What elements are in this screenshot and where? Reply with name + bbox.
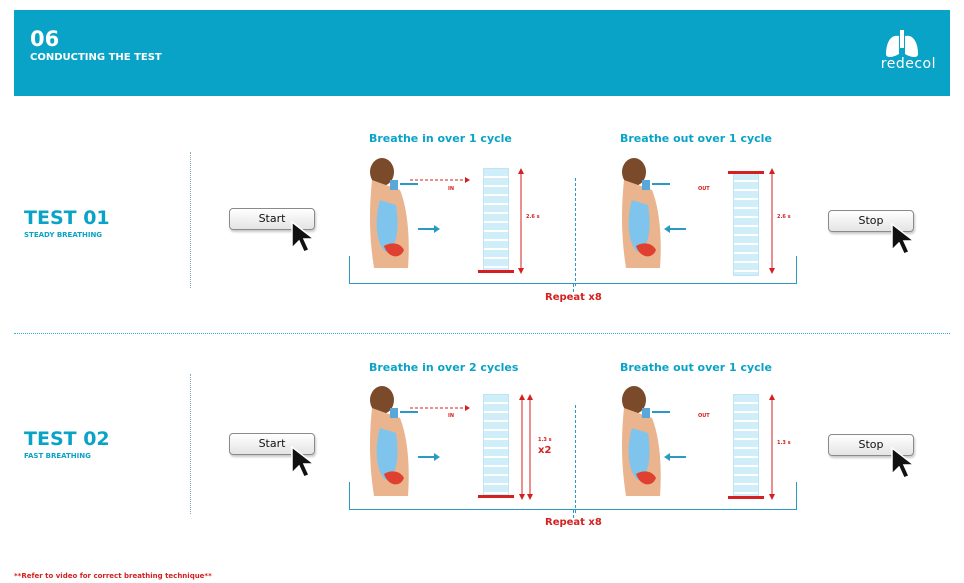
- test-02-repeat-bracket: [349, 482, 797, 510]
- cursor-arrow-icon: [890, 446, 920, 480]
- test-02-in-tag: IN: [448, 413, 454, 419]
- test-02-out-tag: OUT: [698, 413, 710, 419]
- test-01-out-tag: OUT: [698, 186, 710, 192]
- test-02-subtitle: FAST BREATHING: [24, 452, 91, 460]
- test-02-divider: [190, 374, 191, 514]
- cursor-arrow-icon: [290, 445, 320, 479]
- test-01-inhale-time: 2.6 s: [526, 214, 540, 220]
- cursor-arrow-icon: [890, 222, 920, 256]
- inhale-arrow-icon: [410, 403, 470, 413]
- airflow-arrow-icon: [418, 452, 440, 462]
- test-01-inhale-person-image: [360, 150, 422, 270]
- test-01-divider: [190, 152, 191, 288]
- airflow-arrow-icon: [664, 224, 686, 234]
- test-01-repeat-tick: [573, 284, 574, 292]
- cursor-arrow-icon: [290, 220, 320, 254]
- test-02-exhale-label: Breathe out over 1 cycle: [620, 361, 772, 374]
- section-divider: [14, 333, 950, 334]
- test-02-inhale-time: 1.3 s: [538, 437, 552, 443]
- test-02-inhale-multiplier: x2: [538, 445, 551, 456]
- test-01-exhale-level-line: [728, 171, 764, 174]
- section-number: 06: [30, 28, 59, 50]
- test-01-repeat-bracket: [349, 256, 797, 284]
- test-01-exhale-label: Breathe out over 1 cycle: [620, 132, 772, 145]
- test-02-exhale-time: 1.3 s: [777, 440, 791, 446]
- test-01-repeat-label: Repeat x8: [545, 292, 602, 303]
- test-01-title: TEST 01: [24, 208, 110, 228]
- test-01-in-tag: IN: [448, 186, 454, 192]
- brand-wordmark: redecol: [881, 56, 936, 72]
- airflow-arrow-icon: [664, 452, 686, 462]
- airflow-arrow-icon: [418, 224, 440, 234]
- test-02-inhale-label: Breathe in over 2 cycles: [369, 361, 518, 374]
- test-02-inhale-person-image: [360, 378, 422, 498]
- test-01-inhale-label: Breathe in over 1 cycle: [369, 132, 512, 145]
- test-02-repeat-label: Repeat x8: [545, 517, 602, 528]
- test-01-exhale-person-image: [612, 150, 674, 270]
- test-01-subtitle: STEADY BREATHING: [24, 231, 102, 239]
- test-02-title: TEST 02: [24, 429, 110, 449]
- inhale-arrow-icon: [410, 175, 470, 185]
- header-banner: 06 CONDUCTING THE TEST redecol: [14, 10, 950, 96]
- test-02-exhale-person-image: [612, 378, 674, 498]
- footnote: **Refer to video for correct breathing t…: [14, 572, 212, 580]
- section-title: CONDUCTING THE TEST: [30, 52, 162, 63]
- test-01-exhale-time: 2.6 s: [777, 214, 791, 220]
